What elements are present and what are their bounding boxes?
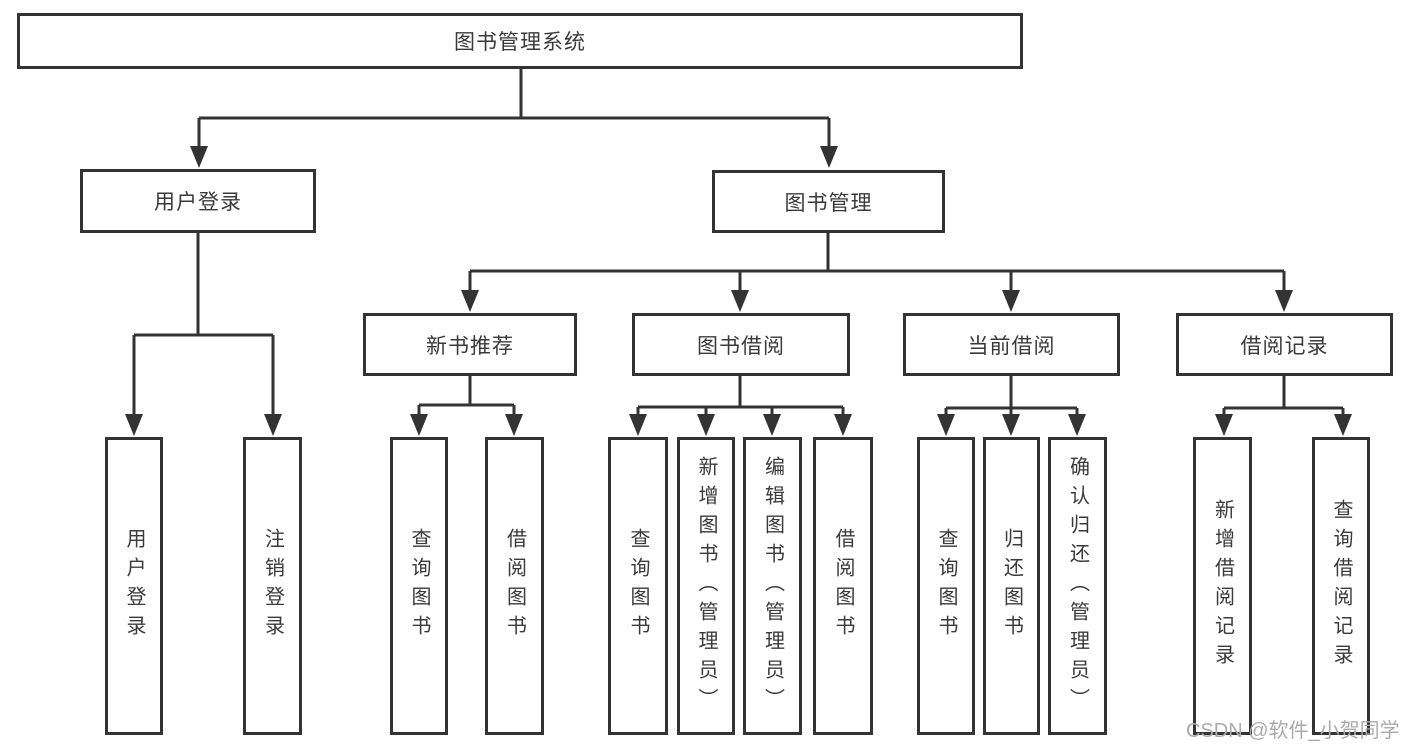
leaf-confirm-return-admin: 确认归还（管理员） xyxy=(1048,437,1107,735)
node-label: 当前借阅 xyxy=(967,334,1056,358)
leaf-query-books-3: 查询图书 xyxy=(917,437,975,735)
node-label: 确认归还（管理员） xyxy=(1066,455,1089,717)
node-label: 图书管理系统 xyxy=(454,31,586,54)
node-current-borrowing: 当前借阅 xyxy=(903,313,1120,376)
node-borrowing-records: 借阅记录 xyxy=(1176,313,1393,376)
leaf-logout: 注销登录 xyxy=(243,437,302,735)
node-label: 注销登录 xyxy=(261,528,284,644)
node-library-management-system: 图书管理系统 xyxy=(17,13,1023,69)
node-label: 编辑图书（管理员） xyxy=(761,455,784,717)
leaf-query-books-1: 查询图书 xyxy=(390,437,448,735)
node-label: 图书管理 xyxy=(784,191,873,215)
node-user-login: 用户登录 xyxy=(80,169,316,233)
node-label: 用户登录 xyxy=(154,191,242,214)
node-label: 查询图书 xyxy=(627,528,649,644)
node-label: 用户登录 xyxy=(123,528,145,644)
node-label: 借阅记录 xyxy=(1240,334,1329,358)
leaf-add-books-admin: 新增图书（管理员） xyxy=(677,437,735,735)
node-book-borrowing: 图书借阅 xyxy=(632,313,850,376)
leaf-query-books-2: 查询图书 xyxy=(608,437,668,735)
leaf-edit-books-admin: 编辑图书（管理员） xyxy=(743,437,802,735)
leaf-query-borrow-record: 查询借阅记录 xyxy=(1312,437,1370,735)
node-label: 查询图书 xyxy=(408,528,430,644)
leaf-borrow-books-1: 借阅图书 xyxy=(485,437,544,735)
leaf-borrow-books-2: 借阅图书 xyxy=(813,437,873,735)
node-label: 新增借阅记录 xyxy=(1211,499,1234,673)
node-label: 查询图书 xyxy=(935,528,957,644)
node-new-book-recommend: 新书推荐 xyxy=(363,313,577,376)
node-label: 新书推荐 xyxy=(426,334,514,358)
node-label: 查询借阅记录 xyxy=(1330,499,1352,673)
node-label: 图书借阅 xyxy=(697,334,785,358)
leaf-user-login: 用户登录 xyxy=(105,437,163,735)
node-label: 归还图书 xyxy=(1000,528,1023,644)
node-label: 借阅图书 xyxy=(503,528,526,644)
leaf-add-borrow-record: 新增借阅记录 xyxy=(1193,437,1252,735)
csdn-watermark: CSDN @软件_小贺同学 xyxy=(1186,720,1400,742)
node-label: 新增图书（管理员） xyxy=(695,455,717,717)
node-label: 借阅图书 xyxy=(832,528,854,644)
node-book-management: 图书管理 xyxy=(712,170,945,233)
leaf-return-books: 归还图书 xyxy=(983,437,1040,735)
